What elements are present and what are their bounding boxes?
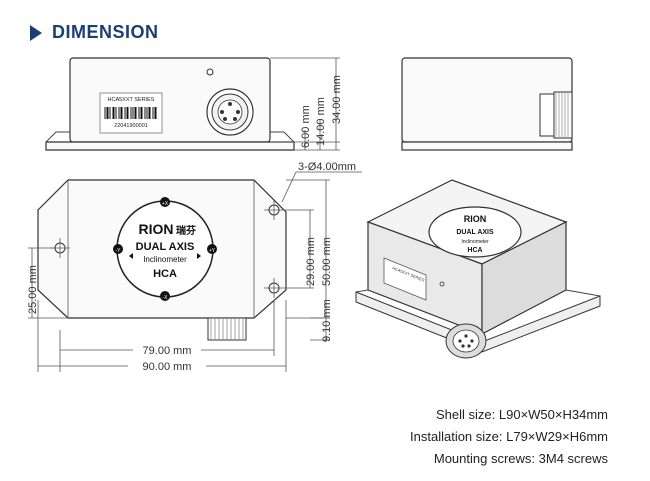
dim-holes: 3-Ø4.00mm <box>298 161 356 173</box>
spec-mounting-screws: Mounting screws: 3M4 screws <box>433 451 608 466</box>
axis-plus-x: +X <box>162 201 169 207</box>
spec-list: Shell size: L90×W50×H34mm Installation s… <box>410 404 608 470</box>
connector-bottom-icon <box>207 317 247 341</box>
iso-line1: DUAL AXIS <box>456 229 494 236</box>
triangle-bullet-icon <box>30 24 42 41</box>
axis-plus-y: +Y <box>209 248 216 254</box>
dim-34mm: 34.00 mm <box>331 75 343 124</box>
spec-installation-size: Installation size: L79×W29×H6mm <box>410 429 608 444</box>
section-title: DIMENSION <box>52 22 159 42</box>
front-view: HCA5XXT SERIES 22041900001 6.00 mm 14.00… <box>45 57 343 151</box>
dim-14mm: 14.00 mm <box>315 97 327 146</box>
isometric-view: RION DUAL AXIS Inclinometer HCA HCA5XXT … <box>355 179 601 359</box>
connector-side-icon <box>539 91 573 139</box>
dim-29mm: 29.00 mm <box>305 237 317 286</box>
connector-front-icon <box>206 88 254 136</box>
axis-minus-y: -Y <box>116 248 122 254</box>
logo-line3: HCA <box>153 268 177 280</box>
front-serial: 22041900001 <box>114 123 148 129</box>
top-view: RION 瑞芬 DUAL AXIS Inclinometer HCA +X -X… <box>27 161 362 373</box>
iso-line3: HCA <box>467 247 482 254</box>
logo-line2: Inclinometer <box>143 255 187 264</box>
rion-logo-disc: RION 瑞芬 DUAL AXIS Inclinometer HCA +X -X… <box>113 197 217 301</box>
brand-name: RION <box>139 221 174 237</box>
side-view <box>401 57 573 151</box>
dim-6mm: 6.00 mm <box>300 105 312 148</box>
iso-line2: Inclinometer <box>461 239 489 245</box>
dim-25mm: 25.00 mm <box>27 265 39 314</box>
iso-brand: RION <box>464 214 487 224</box>
section-header: DIMENSION <box>30 22 159 43</box>
dim-50mm: 50.00 mm <box>321 237 333 286</box>
dim-910mm: 9.10 mm <box>321 299 333 342</box>
dim-79mm: 79.00 mm <box>143 345 192 357</box>
barcode <box>104 107 158 119</box>
spec-shell-size: Shell size: L90×W50×H34mm <box>436 407 608 422</box>
connector-iso-icon <box>445 323 487 359</box>
dim-90mm: 90.00 mm <box>143 361 192 373</box>
logo-line1: DUAL AXIS <box>136 241 195 253</box>
axis-minus-x: -X <box>163 295 169 301</box>
front-label-series: HCA5XXT SERIES <box>108 97 155 103</box>
brand-name-cn: 瑞芬 <box>176 224 197 237</box>
